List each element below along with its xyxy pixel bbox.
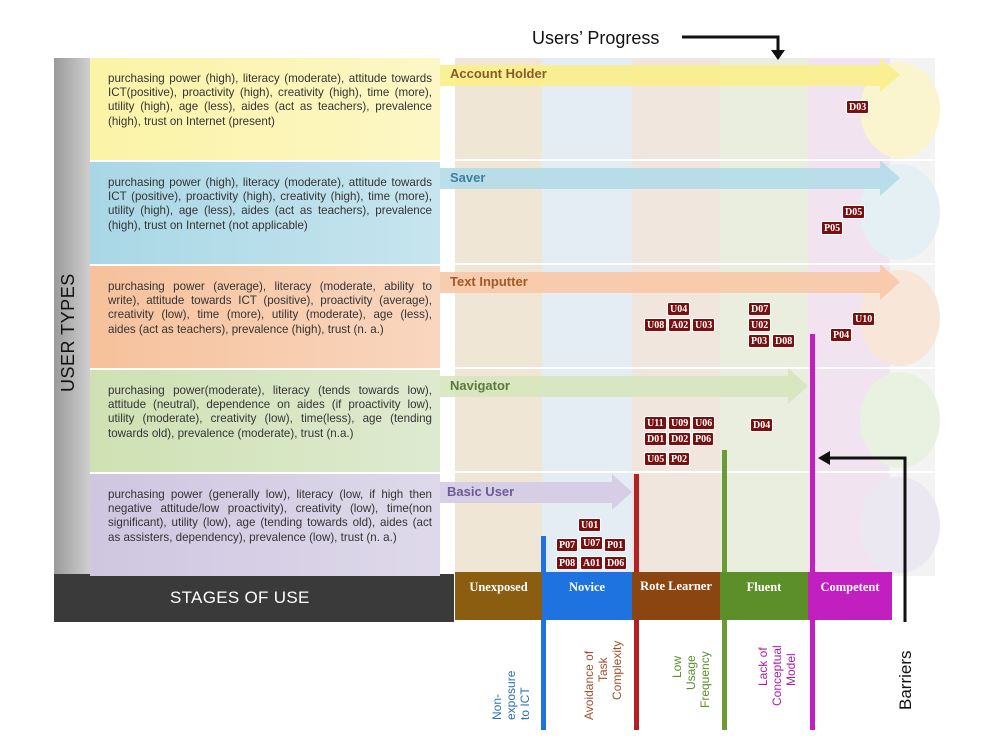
row-end-ellipse (860, 477, 940, 573)
participant-tag: U01 (578, 518, 602, 532)
participant-tag: U08 (644, 318, 668, 332)
title-basic-user: Basic User (447, 484, 515, 499)
barrier-label-low-usage: Low Usage Frequency (670, 651, 712, 708)
barrier-bar-non-exposure (541, 536, 546, 730)
desc-text-inputter: purchasing power (average), literacy (mo… (108, 280, 432, 336)
participant-tag: P07 (556, 538, 579, 552)
row-end-ellipse (860, 372, 940, 468)
user-types-bar (54, 58, 90, 576)
stages-bar (54, 574, 454, 622)
participant-tag: U03 (692, 318, 716, 332)
participant-tag: D02 (668, 432, 692, 446)
arrow-basic-user (440, 474, 632, 510)
arrow-navigator (440, 368, 808, 404)
participant-tag: P02 (668, 452, 691, 466)
participant-tag: P04 (830, 328, 853, 342)
participant-tag: D04 (750, 418, 774, 432)
participant-tag: A01 (580, 556, 604, 570)
title-navigator: Navigator (450, 378, 510, 393)
title-account-holder: Account Holder (450, 66, 547, 81)
stage-competent: Competent (808, 572, 892, 620)
participant-tag: P08 (556, 556, 579, 570)
barrier-bar-lack-model (810, 334, 815, 730)
desc-box-account-holder (90, 58, 440, 160)
stage-fluent: Fluent (720, 572, 808, 620)
participant-tag: D01 (644, 432, 668, 446)
users-progress-arrow (682, 35, 780, 52)
participant-tag: D08 (772, 334, 796, 348)
participant-tag: U09 (668, 416, 692, 430)
participant-tag: P01 (604, 538, 627, 552)
column-rote (632, 58, 720, 576)
title-saver: Saver (450, 170, 486, 185)
barriers-arrow (828, 456, 907, 622)
desc-account-holder: purchasing power (high), literacy (moder… (108, 72, 432, 128)
desc-navigator: purchasing power(moderate), literacy (te… (108, 384, 432, 440)
barrier-label-lack-model: Lack of Conceptual Model (756, 645, 798, 706)
desc-box-basic-user (90, 474, 440, 576)
participant-tag: U04 (667, 302, 691, 316)
barriers-arrow-head (818, 451, 830, 465)
desc-saver: purchasing power (high), literacy (moder… (108, 176, 432, 232)
stages-of-use-title: STAGES OF USE (170, 588, 310, 607)
participant-tag: P03 (748, 334, 771, 348)
user-types-title: USER TYPES (58, 273, 78, 392)
participant-tag: D07 (748, 302, 772, 316)
barrier-label-avoidance: Avoidance of Task Complexity (582, 640, 624, 720)
participant-tag: U07 (580, 536, 604, 550)
participant-tag: D06 (604, 556, 628, 570)
column-fluent (720, 58, 808, 576)
participant-tag: A02 (668, 318, 692, 332)
barriers-title: Barriers (896, 650, 915, 710)
participant-tag: U06 (692, 416, 716, 430)
participant-tag: U02 (748, 318, 772, 332)
participant-tag: D03 (846, 100, 870, 114)
participant-tag: U05 (644, 452, 668, 466)
users-progress-arrow-head (771, 50, 785, 60)
participant-tag: U10 (852, 312, 876, 326)
stage-novice: Novice (542, 572, 632, 620)
users-progress-label: Users’ Progress (532, 28, 660, 48)
stage-unexposed: Unexposed (455, 572, 542, 620)
arrow-account-holder (440, 58, 900, 92)
desc-basic-user: purchasing power (generally low), litera… (108, 488, 432, 544)
barrier-label-non-exposure: Non- exposure to ICT (490, 670, 532, 720)
desc-box-navigator (90, 370, 440, 472)
desc-box-text-inputter (90, 266, 440, 368)
participant-tag: U11 (644, 416, 667, 430)
arrow-text-inputter (440, 264, 900, 300)
stage-rote-learner: Rote Learner (632, 572, 720, 620)
participant-tag: P06 (692, 432, 715, 446)
arrow-saver (440, 160, 900, 196)
participant-tag: D05 (842, 205, 866, 219)
title-text-inputter: Text Inputter (450, 274, 528, 289)
participant-tag: P05 (821, 221, 844, 235)
desc-box-saver (90, 162, 440, 264)
